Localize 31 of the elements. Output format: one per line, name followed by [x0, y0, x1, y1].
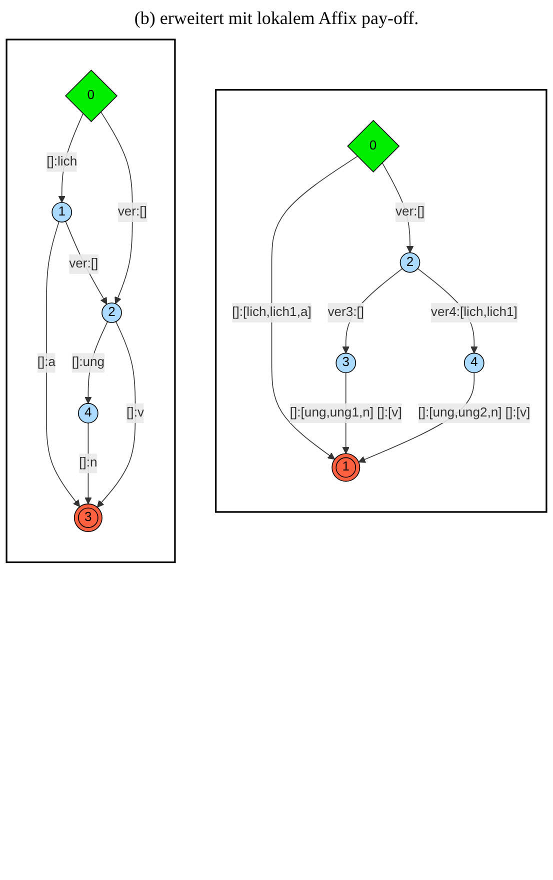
edge-label: ver:[]: [69, 256, 98, 271]
arrow: [96, 321, 136, 508]
edge-label: []:[ung,ung2,n] []:[v]: [418, 406, 530, 420]
edge-label: []:a: [37, 356, 56, 370]
edge-label: []:[ung,ung1,n] []:[v]: [290, 406, 402, 420]
node-circle: 3: [336, 352, 356, 374]
arrow: [65, 220, 108, 305]
node-circle: 2: [400, 252, 420, 273]
edge-label: []:v: [126, 406, 144, 420]
edge-label: []:n: [79, 456, 98, 470]
node-diamond: 0: [347, 120, 400, 172]
cluster: [215, 89, 548, 513]
edge-label: []:[lich,lich1,a]: [232, 305, 312, 320]
node-circle: 4: [78, 403, 98, 424]
edge-label: []:lich: [46, 154, 78, 169]
figure-caption: (b) erweitert mit lokalem Affix pay-off.: [133, 8, 420, 29]
edge-label: ver:[]: [395, 204, 425, 219]
node-circle: 4: [464, 352, 484, 374]
node-circle: 2: [102, 302, 122, 323]
edge-label: ver4:[lich,lich1]: [430, 305, 518, 320]
edge-label: []:ung: [72, 356, 105, 370]
edge-label: ver3:[]: [328, 305, 364, 320]
arrow: [84, 422, 92, 504]
node-circle: 1: [52, 202, 72, 222]
arrow: [46, 221, 80, 508]
node-diamond: 0: [64, 70, 118, 122]
arrow: [100, 111, 133, 304]
node-circle: 3: [74, 504, 102, 532]
node-circle: 1: [332, 453, 360, 482]
cluster: [6, 38, 176, 564]
edge-label: ver:[]: [118, 204, 147, 219]
